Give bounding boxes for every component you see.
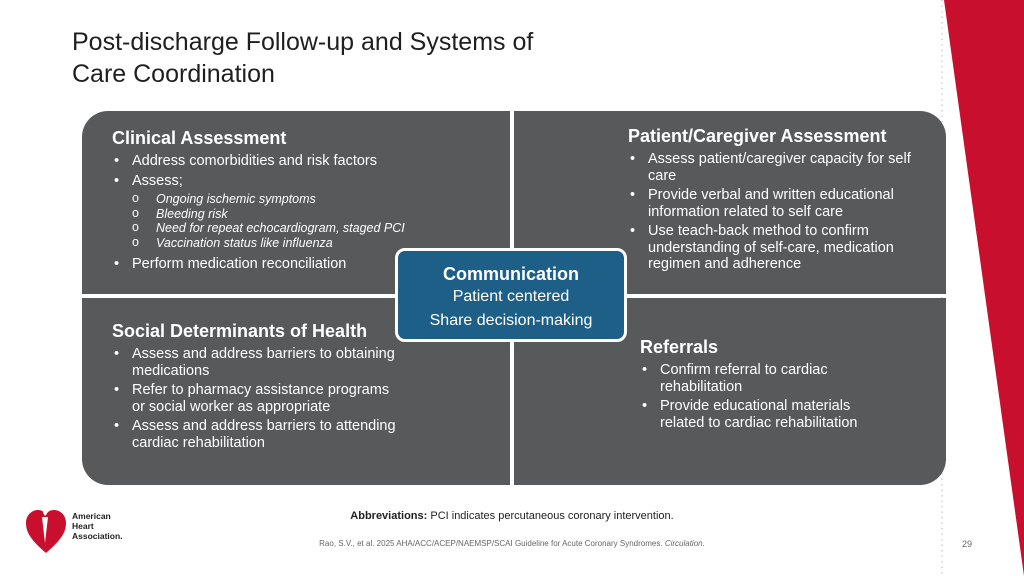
list-item: Refer to pharmacy assistance programs or…: [112, 382, 400, 415]
red-accent-stripe: [944, 0, 1024, 576]
list-item: Address comorbidities and risk factors: [112, 153, 490, 170]
patient-caregiver-quadrant: Patient/Caregiver Assessment Assess pati…: [514, 111, 946, 294]
list-item: Perform medication reconciliation: [112, 256, 490, 273]
abbreviations-label: Abbreviations:: [350, 510, 428, 522]
communication-line: Patient centered: [452, 288, 570, 305]
citation: Rao, S.V., et al. 2025 AHA/ACC/ACEP/NAEM…: [0, 539, 1024, 548]
social-determinants-quadrant: Social Determinants of Health Assess and…: [82, 298, 510, 485]
communication-heading: Communication: [442, 264, 579, 284]
list-item: Assess and address barriers to attending…: [112, 418, 400, 451]
list-item: Assess patient/caregiver capacity for se…: [628, 151, 924, 184]
slide-title: Post-discharge Follow-up and Systems of …: [72, 28, 534, 88]
referrals-heading: Referrals: [640, 337, 719, 357]
patient-caregiver-heading: Patient/Caregiver Assessment: [628, 126, 887, 146]
list-item: Provide verbal and written educational i…: [628, 187, 924, 220]
communication-line: Share decision-making: [429, 312, 593, 329]
sub-list-item: Bleeding risk: [132, 206, 490, 222]
abbreviations-text: PCI indicates percutaneous coronary inte…: [427, 510, 674, 522]
citation-text: Rao, S.V., et al. 2025 AHA/ACC/ACEP/NAEM…: [319, 539, 663, 548]
sub-list-item: Need for repeat echocardiogram, staged P…: [132, 220, 490, 236]
dotted-accent-line: [941, 0, 943, 576]
list-item: Use teach-back method to confirm underst…: [628, 223, 924, 273]
heart-torch-logo-icon: [26, 506, 66, 553]
sub-list-item: Vaccination status like influenza: [132, 235, 490, 251]
list-item: Provide educational materials related to…: [640, 398, 886, 431]
list-item: Confirm referral to cardiac rehabilitati…: [640, 362, 886, 395]
sub-list-item: Ongoing ischemic symptoms: [132, 191, 490, 207]
clinical-assessment-heading: Clinical Assessment: [112, 128, 287, 148]
logo-wordmark: American Heart Association.: [72, 511, 123, 541]
aha-logo: American Heart Association.: [24, 503, 134, 555]
page-number: 29: [962, 539, 973, 549]
abbreviations-note: Abbreviations: PCI indicates percutaneou…: [0, 510, 1024, 522]
social-determinants-heading: Social Determinants of Health: [112, 321, 368, 341]
communication-box: Communication Patient centered Share dec…: [395, 248, 627, 342]
list-item: Assess and address barriers to obtaining…: [112, 346, 400, 379]
care-coordination-panel: Clinical Assessment Address comorbiditie…: [82, 111, 946, 485]
list-item: Assess;: [112, 173, 490, 190]
citation-journal: Circulation.: [664, 539, 705, 548]
